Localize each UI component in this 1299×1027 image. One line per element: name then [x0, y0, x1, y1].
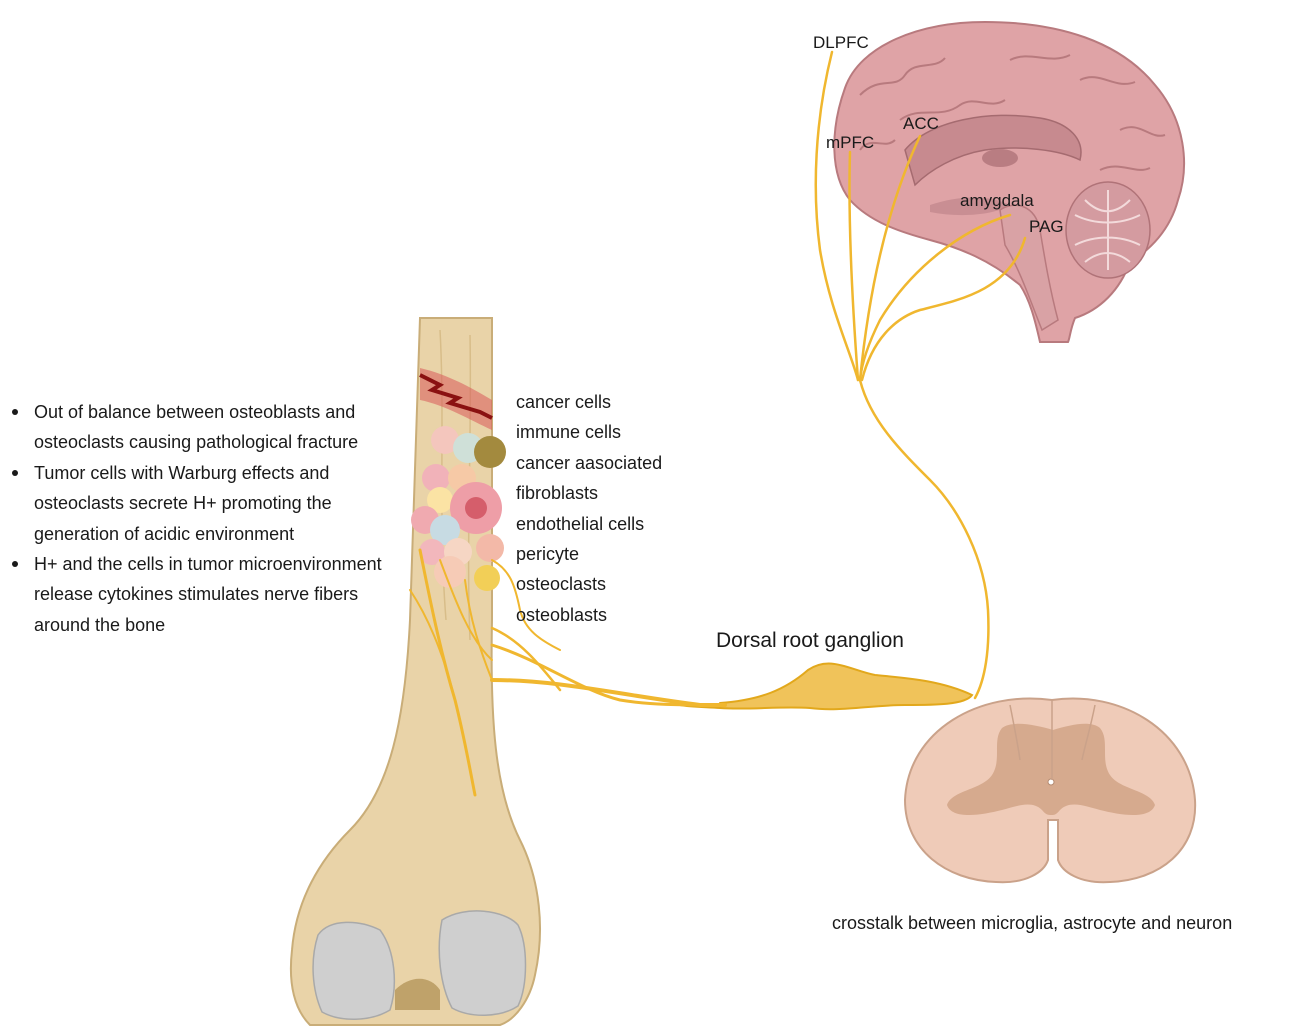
dorsal-root-ganglion-label: Dorsal root ganglion: [716, 629, 904, 653]
cell-type-item: osteoclasts: [516, 569, 662, 599]
label-acc: ACC: [903, 114, 939, 134]
cell-type-item: osteoblasts: [516, 600, 662, 630]
bone-effect-item: Out of balance between osteoblasts and o…: [12, 397, 382, 458]
cell-type-item: endothelial cells: [516, 509, 662, 539]
label-mpfc: mPFC: [826, 133, 874, 153]
bone-effects-list: Out of balance between osteoblasts and o…: [12, 397, 382, 640]
bone-effect-item: Tumor cells with Warburg effects and ost…: [12, 458, 382, 549]
label-dlpfc: DLPFC: [813, 33, 869, 53]
bone-effect-item: H+ and the cells in tumor microenvironme…: [12, 549, 382, 640]
label-amygdala: amygdala: [960, 191, 1034, 211]
spinal-cord-caption: crosstalk between microglia, astrocyte a…: [832, 913, 1232, 933]
cell-type-item: fibroblasts: [516, 478, 662, 508]
label-pag: PAG: [1029, 217, 1064, 237]
brain-illustration: [834, 22, 1184, 342]
spinal-cord-cross-section: [905, 698, 1195, 882]
cell-type-item: pericyte: [516, 539, 662, 569]
cell-type-item: cancer cells: [516, 387, 662, 417]
cell-type-item: immune cells: [516, 417, 662, 447]
tumor-cells-list: cancer cells immune cells cancer aasocia…: [516, 387, 662, 630]
cell-type-item: cancer aasociated: [516, 448, 662, 478]
